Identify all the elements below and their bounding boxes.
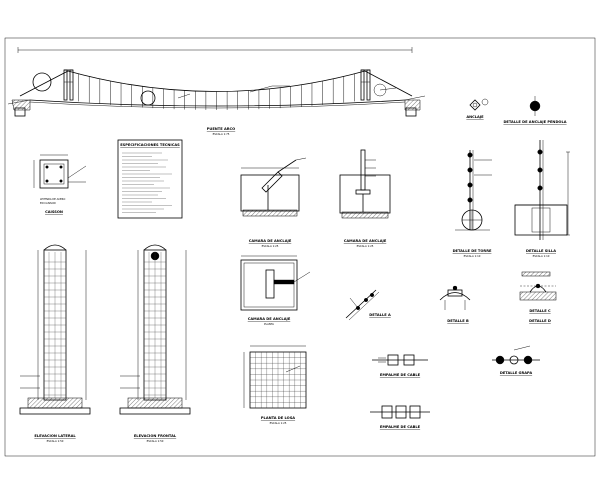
detail-d: DETALLE D — [521, 271, 551, 323]
tower-detail: DETALLE DE TORRE ESCALA 1:10 — [453, 150, 492, 258]
tower-lateral-title: ELEVACION LATERAL — [34, 434, 76, 438]
camara-plan-title: CAMARA DE ANCLAJE — [248, 317, 291, 321]
anchor-chamber-plan: CAMARA DE ANCLAJE PLANTA — [240, 255, 311, 326]
cable-splice-1: EMPALME DE CABLE — [372, 354, 428, 377]
svg-text:LEYENDA DE ACERO: LEYENDA DE ACERO — [40, 197, 65, 201]
empalme-2-title: EMPALME DE CABLE — [380, 425, 421, 429]
tensor-title: DETALLE DE ANCLAJE PENDOLA — [503, 120, 566, 124]
right-tower — [360, 69, 371, 101]
left-tower — [63, 69, 74, 101]
svg-text:ESCALA 1:10: ESCALA 1:10 — [533, 254, 550, 258]
spec-title: ESPECIFICACIONES TECNICAS — [120, 143, 180, 147]
detail-d-title: DETALLE D — [529, 319, 551, 323]
svg-text:ESCALA 1:10: ESCALA 1:10 — [464, 254, 481, 258]
losa-title: PLANTA DE LOSA — [261, 416, 295, 420]
torre-detail-title: DETALLE DE TORRE — [453, 249, 492, 253]
detail-b: DETALLE B — [439, 285, 471, 323]
clamp-detail: DETALLE GRAPA — [492, 345, 540, 375]
bridge-deck — [29, 99, 406, 107]
grapa-title: DETALLE GRAPA — [500, 371, 532, 375]
detail-circle-left — [32, 72, 52, 92]
bridge-elevation: PUENTE ARCO ESCALA 1:75 — [7, 47, 426, 136]
svg-text:ESCALA 1:25: ESCALA 1:25 — [270, 421, 287, 425]
left-anchor-block — [14, 107, 26, 117]
detail-circle-mid — [140, 90, 156, 106]
svg-text:ESCALA 1:25: ESCALA 1:25 — [357, 244, 374, 248]
hangers — [78, 73, 355, 110]
detail-c-title: DETALLE C — [529, 309, 551, 313]
detail-a-title: DETALLE A — [369, 313, 391, 317]
svg-text:EN CAISSON: EN CAISSON — [40, 201, 56, 205]
detail-c: DETALLE C — [519, 283, 557, 313]
main-cable — [67, 70, 366, 92]
sheet-border — [4, 37, 596, 457]
empalme-1-title: EMPALME DE CABLE — [380, 373, 421, 377]
left-backstay — [19, 70, 69, 97]
right-backstay — [364, 70, 413, 97]
tower-front-title: ELEVACION FRONTAL — [134, 434, 177, 438]
detail-a: DETALLE A — [345, 289, 391, 321]
anclaje-title: ANCLAJE — [466, 115, 484, 119]
anchor-chamber-b: CAMARA DE ANCLAJE ESCALA 1:25 — [339, 149, 391, 248]
tower-lateral-elevation: ELEVACION LATERAL ESCALA 1:50 — [19, 244, 91, 443]
slab-plan: PLANTA DE LOSA ESCALA 1:25 — [243, 345, 307, 425]
tower-front-elevation: ELEVACION FRONTAL ESCALA 1:50 — [119, 244, 191, 443]
cable-splice-2: EMPALME DE CABLE — [370, 405, 430, 429]
detail-circle-right — [373, 83, 387, 97]
right-abutment — [404, 99, 421, 111]
tensor-detail: DETALLE DE ANCLAJE PENDOLA — [503, 96, 567, 124]
right-anchor-block — [405, 107, 417, 117]
caisson-title: CAISSON — [45, 210, 63, 214]
caisson-plan: LEYENDA DE ACERO EN CAISSON CAISSON — [33, 154, 87, 214]
camara-a-title: CAMARA DE ANCLAJE — [249, 239, 292, 243]
silla-title: DETALLE SILLA — [526, 249, 556, 253]
elevation-title: PUENTE ARCO — [207, 127, 235, 131]
svg-text:ESCALA 1:50: ESCALA 1:50 — [47, 439, 64, 443]
svg-text:ESCALA 1:50: ESCALA 1:50 — [147, 439, 164, 443]
svg-text:ESCALA 1:25: ESCALA 1:25 — [262, 244, 279, 248]
anclaje-detail: ANCLAJE — [466, 98, 489, 119]
svg-text:PLANTA: PLANTA — [264, 322, 274, 326]
camara-b-title: CAMARA DE ANCLAJE — [344, 239, 387, 243]
saddle-detail: DETALLE SILLA ESCALA 1:10 — [514, 140, 570, 258]
svg-text:ESCALA 1:75: ESCALA 1:75 — [213, 132, 230, 136]
detail-b-title: DETALLE B — [447, 319, 469, 323]
anchor-chamber-a: CAMARA DE ANCLAJE ESCALA 1:25 — [240, 157, 307, 248]
specifications-box: ESPECIFICACIONES TECNICAS — [117, 139, 183, 219]
